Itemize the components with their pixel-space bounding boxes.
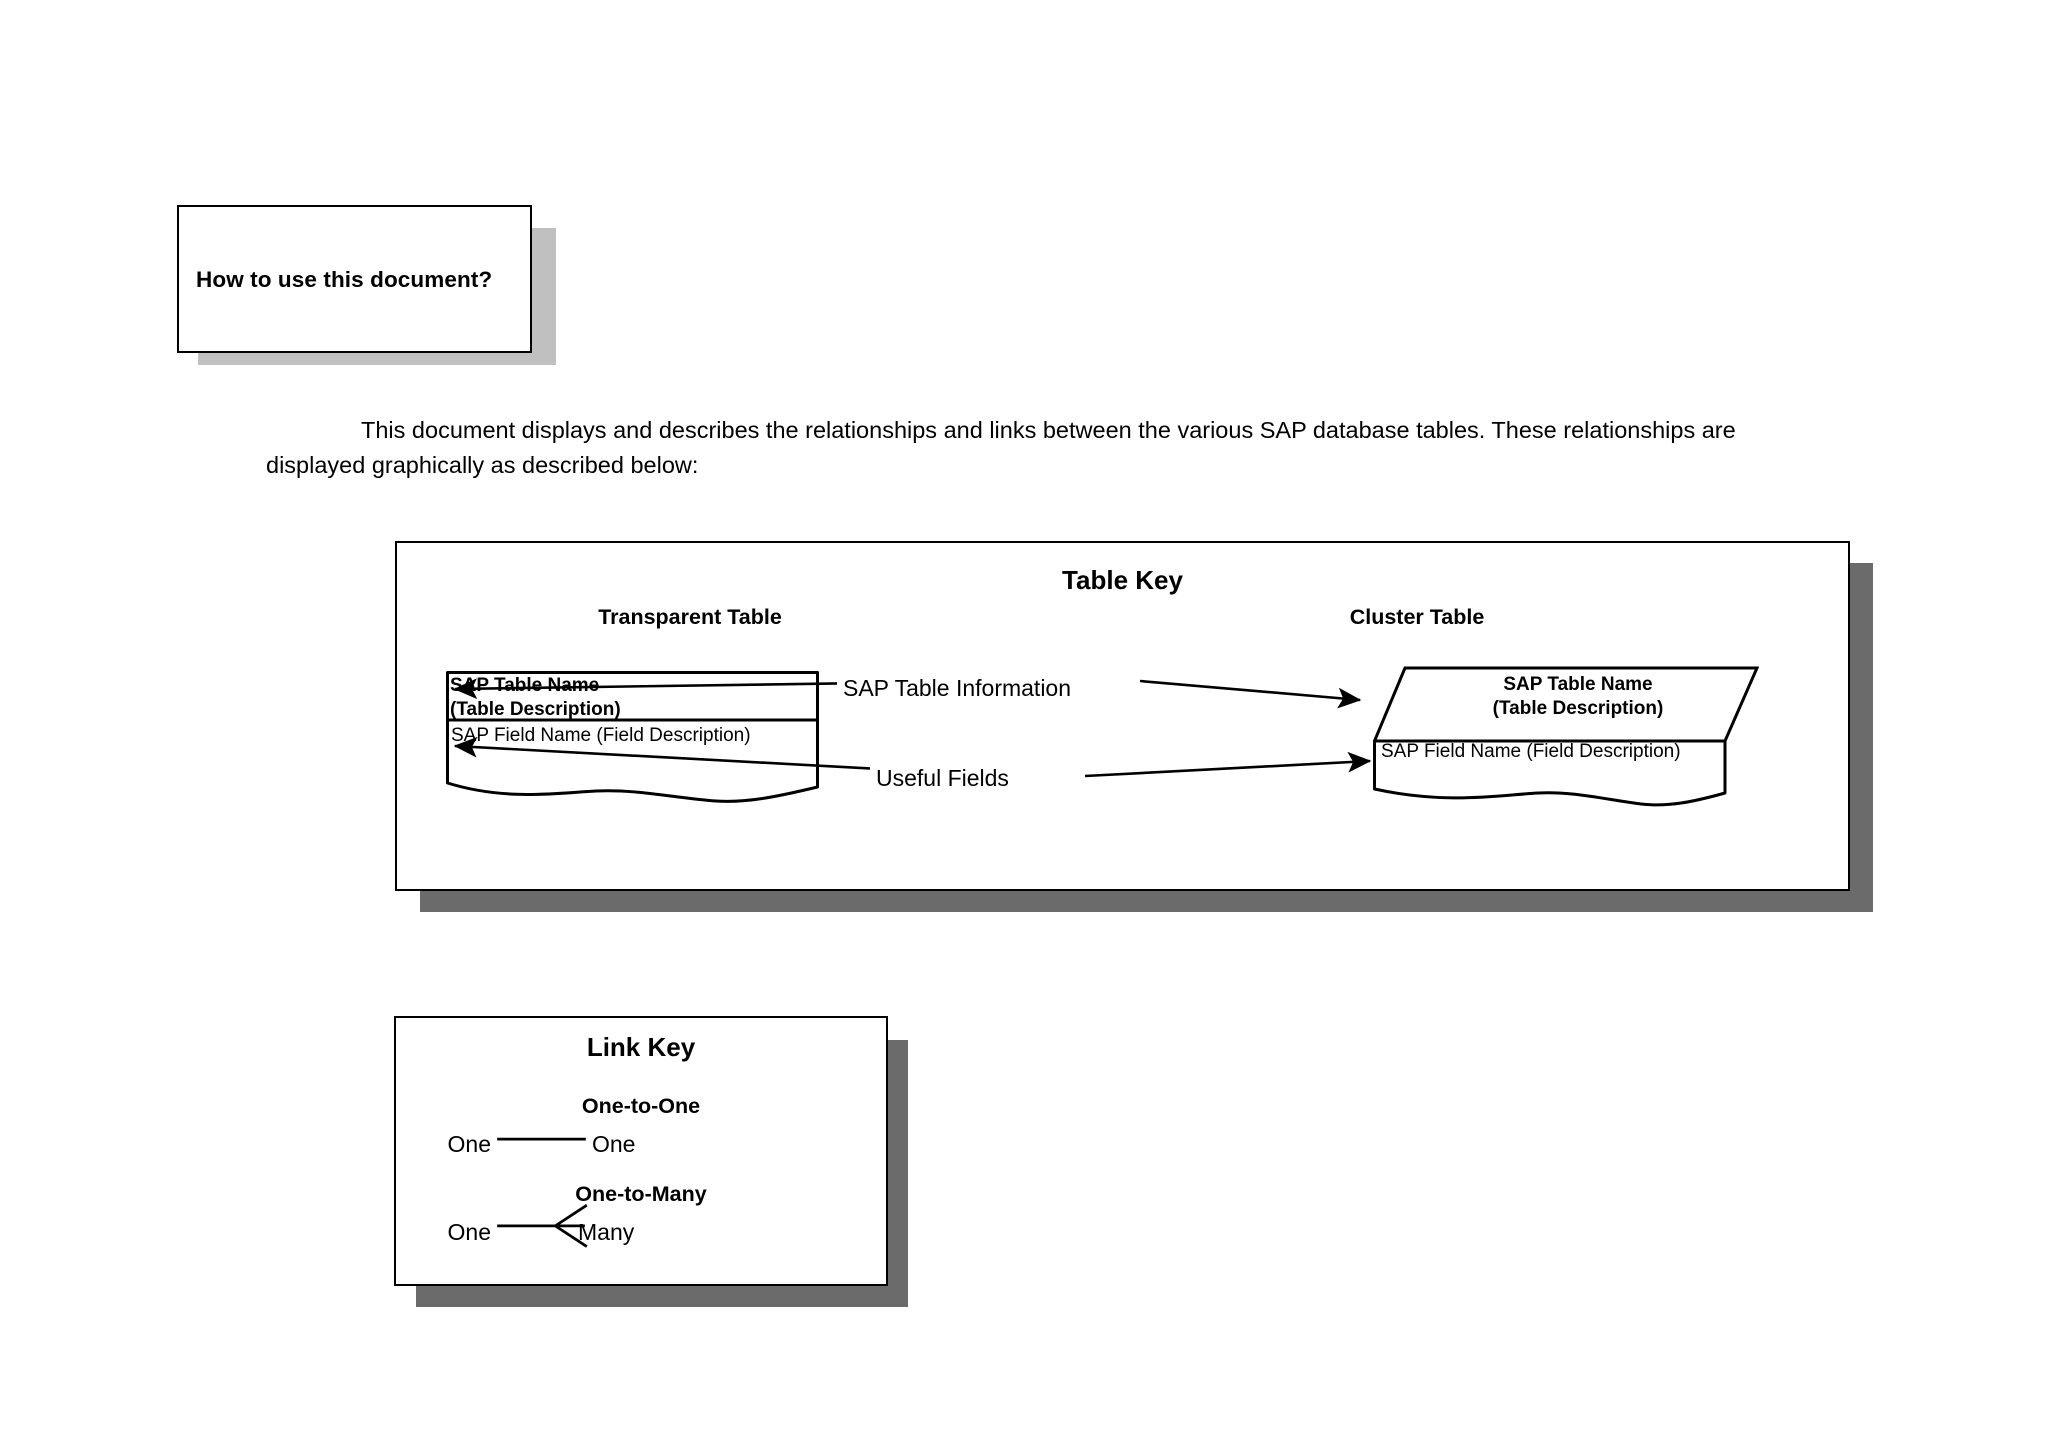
one-to-many-right-label: Many — [578, 1219, 635, 1245]
transparent-table-shape: SAP Table Name (Table Description) SAP F… — [446, 671, 819, 806]
cluster-table-name: SAP Table Name (Table Description) — [1413, 673, 1743, 721]
transparent-table-name: SAP Table Name (Table Description) — [450, 674, 621, 722]
link-key-panel: Link Key One-to-One One One One-to-Many … — [394, 1016, 888, 1286]
transparent-table-description-line: (Table Description) — [450, 699, 621, 720]
one-to-one-right-label: One — [592, 1131, 636, 1157]
one-to-many-left-label: One — [447, 1219, 491, 1245]
one-to-one-heading: One-to-One — [581, 1094, 701, 1118]
link-key-title: Link Key — [586, 1032, 696, 1062]
transparent-table-name-line: SAP Table Name — [450, 675, 600, 696]
cluster-table-field: SAP Field Name (Field Description) — [1381, 741, 1681, 762]
page-title: How to use this document? — [196, 267, 493, 292]
one-to-many-heading: One-to-Many — [575, 1182, 707, 1206]
cluster-table-name-line: SAP Table Name — [1503, 674, 1653, 695]
intro-paragraph: This document displays and describes the… — [266, 417, 1736, 478]
cluster-table-heading: Cluster Table — [1349, 605, 1485, 629]
one-to-one-left-label: One — [447, 1131, 491, 1157]
table-key-title: Table Key — [1062, 565, 1183, 595]
transparent-table-heading: Transparent Table — [598, 605, 782, 629]
cluster-table-description-line: (Table Description) — [1492, 698, 1664, 719]
transparent-table-field: SAP Field Name (Field Description) — [451, 725, 751, 746]
title-callout-box: How to use this document? — [177, 205, 532, 353]
cluster-table-shape: SAP Table Name (Table Description) SAP F… — [1372, 665, 1760, 815]
cluster-table-outline — [1372, 666, 1760, 807]
